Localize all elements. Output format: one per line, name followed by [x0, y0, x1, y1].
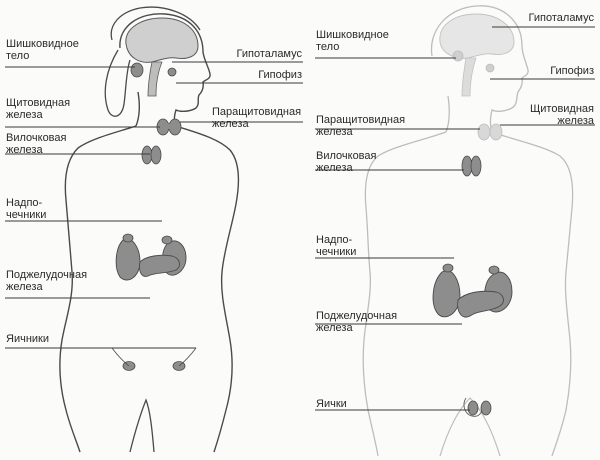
- male-thyroid-gland: [477, 123, 503, 141]
- male-label-hypothalamus: Гипоталамус: [528, 12, 594, 24]
- male-label-thymus: Вилочковая железа: [316, 150, 377, 174]
- female-thymus-gland: [141, 145, 162, 165]
- male-pituitary-gland: [485, 63, 495, 73]
- female-pancreas: [139, 254, 180, 277]
- female-fallopian-tubes: [111, 347, 197, 367]
- male-testes: [463, 397, 492, 417]
- male-left-kidney: [432, 270, 461, 318]
- female-head-outline: [119, 13, 211, 127]
- female-thyroid-gland: [156, 118, 182, 136]
- female-label-pineal: Шишковидное тело: [6, 38, 79, 62]
- female-label-hypothalamus: Гипоталамус: [236, 48, 302, 60]
- female-pituitary-gland: [167, 67, 177, 77]
- male-label-testes: Яички: [316, 398, 347, 410]
- male-brainstem: [461, 57, 477, 97]
- female-body-right: [175, 125, 240, 453]
- female-label-parathyroid: Паращитовидная железа: [212, 106, 302, 130]
- female-brainstem: [147, 61, 163, 97]
- male-pancreas: [457, 290, 504, 318]
- female-leader-lines: [5, 61, 303, 349]
- female-left-kidney: [115, 238, 141, 281]
- female-label-ovaries: Яичники: [6, 333, 49, 345]
- female-pineal-gland: [130, 62, 144, 78]
- male-pineal-gland: [452, 50, 464, 62]
- male-thymus-gland: [461, 155, 482, 177]
- male-label-pineal: Шишковидное тело: [316, 29, 389, 53]
- male-label-thyroid: Щитовидная железа: [529, 103, 594, 127]
- female-label-thymus: Вилочковая железа: [6, 132, 67, 156]
- female-body-left: [59, 125, 137, 453]
- female-figure: [5, 6, 303, 453]
- male-inner-legs: [439, 397, 501, 457]
- male-body-right: [491, 131, 574, 457]
- female-neck-back: [135, 91, 141, 127]
- male-head-outline: [430, 5, 529, 133]
- male-label-pituitary: Гипофиз: [550, 65, 594, 77]
- male-right-adrenal: [488, 265, 500, 275]
- male-label-parathyroid: Паращитовидная железа: [316, 114, 406, 138]
- male-brain: [439, 13, 515, 59]
- male-left-adrenal: [442, 263, 454, 273]
- female-brain: [125, 17, 199, 63]
- male-leader-lines: [315, 26, 595, 411]
- female-left-adrenal: [122, 233, 134, 243]
- male-label-adrenal: Надпо- чечники: [316, 234, 357, 258]
- female-label-pituitary: Гипофиз: [258, 69, 302, 81]
- female-hair: [110, 6, 201, 41]
- female-inner-legs: [129, 398, 155, 453]
- male-figure: [315, 5, 595, 457]
- female-ponytail: [104, 49, 131, 117]
- female-right-adrenal: [161, 235, 173, 245]
- female-label-pancreas: Поджелудочная железа: [6, 269, 88, 293]
- female-label-adrenal: Надпо- чечники: [6, 197, 47, 221]
- male-label-pancreas: Поджелудочная железа: [316, 310, 398, 334]
- male-neck-back: [445, 95, 450, 133]
- female-label-thyroid: Щитовидная железа: [6, 97, 71, 121]
